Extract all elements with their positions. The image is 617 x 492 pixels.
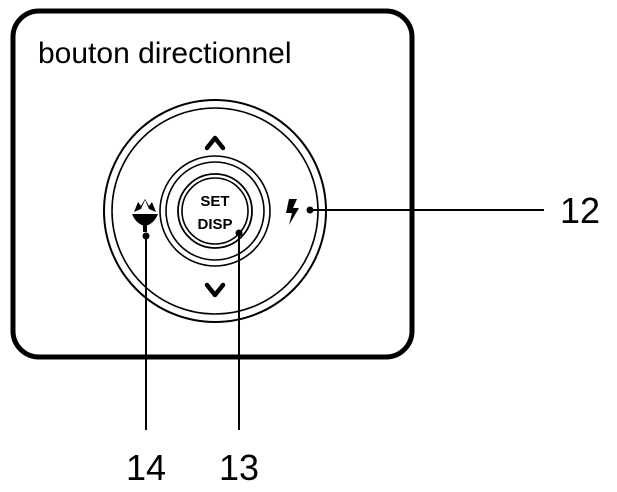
callout-12-label: 12	[560, 190, 600, 231]
chevron-down-icon[interactable]	[204, 282, 226, 298]
callout-14-label: 14	[126, 447, 166, 488]
middle-ring-inner	[165, 161, 265, 261]
disp-label: DISP	[197, 216, 232, 233]
set-disp-button[interactable]	[177, 173, 253, 249]
macro-flower-icon[interactable]	[132, 199, 158, 232]
flash-icon[interactable]	[286, 199, 299, 225]
set-disp-button-inner	[181, 177, 249, 245]
middle-ring-outer	[159, 155, 271, 267]
callout-13-label: 13	[219, 447, 259, 488]
diagram-title: bouton directionnel	[38, 37, 292, 70]
chevron-up-icon[interactable]	[204, 135, 226, 151]
set-label: SET	[200, 193, 229, 210]
